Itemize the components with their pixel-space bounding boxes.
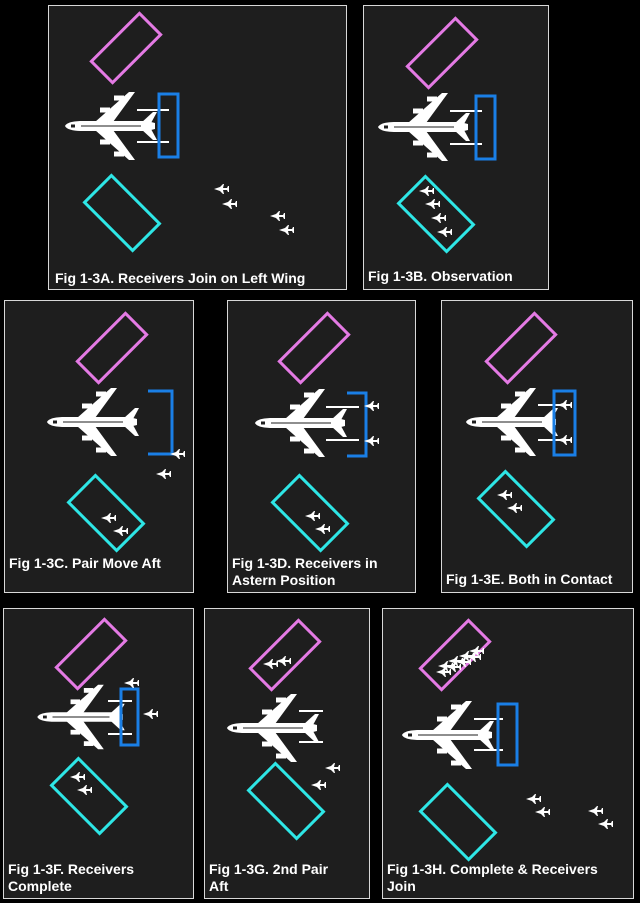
- cyan-left-wing-box: [476, 469, 556, 549]
- pink-observation-box: [405, 16, 479, 90]
- receiver-jet-icon: [325, 763, 340, 773]
- figure-panel-1-3c: Fig 1-3C. Pair Move Aft: [4, 300, 194, 593]
- receiver-jet-icon: [305, 511, 320, 521]
- receiver-jet-icon: [466, 652, 481, 662]
- cyan-left-wing-box: [396, 174, 476, 254]
- figure-caption-1-3g: Fig 1-3G. 2nd Pair Aft: [209, 861, 329, 894]
- receiver-jet-icon: [598, 819, 613, 829]
- receiver-jet-icon: [270, 211, 285, 221]
- receiver-jet-icon: [124, 678, 139, 688]
- tanker-aircraft-icon: [65, 92, 157, 160]
- figure-panel-1-3e: Fig 1-3E. Both in Contact: [441, 300, 633, 593]
- receiver-jet-icon: [446, 662, 461, 672]
- receiver-jet-icon: [364, 401, 379, 411]
- figure-panel-1-3f: Fig 1-3F. Receivers Complete: [3, 608, 194, 899]
- receiver-jet-icon: [101, 513, 116, 523]
- receiver-jet-icon: [70, 772, 85, 782]
- blue-contact-bracket: [148, 389, 174, 456]
- cyan-left-wing-box: [82, 173, 162, 253]
- blue-contact-box: [119, 687, 140, 747]
- figure-caption-1-3h: Fig 1-3H. Complete & Receivers Join: [387, 861, 598, 894]
- pink-observation-box: [484, 311, 558, 385]
- receiver-jet-icon: [535, 807, 550, 817]
- figure-caption-1-3d: Fig 1-3D. Receivers in Astern Position: [232, 555, 378, 588]
- blue-contact-box: [157, 92, 180, 159]
- receiver-jet-icon: [436, 667, 451, 677]
- receiver-jet-icon: [456, 657, 471, 667]
- figure-panel-1-3h: Fig 1-3H. Complete & Receivers Join: [382, 608, 634, 899]
- figure-caption-1-3e: Fig 1-3E. Both in Contact: [446, 571, 613, 587]
- blue-contact-box: [552, 389, 577, 457]
- receiver-jet-icon: [222, 199, 237, 209]
- pink-observation-box: [418, 618, 492, 692]
- receiver-jet-icon: [526, 794, 541, 804]
- receiver-jet-icon: [315, 524, 330, 534]
- receiver-jet-icon: [364, 436, 379, 446]
- cyan-left-wing-box: [418, 782, 498, 862]
- receiver-jet-icon: [459, 651, 474, 661]
- receiver-jet-icon: [170, 449, 185, 459]
- cyan-left-wing-box: [49, 756, 129, 836]
- figure-caption-1-3b: Fig 1-3B. Observation: [368, 268, 513, 284]
- diagram-1-3h: [402, 618, 613, 862]
- figure-caption-1-3a: Fig 1-3A. Receivers Join on Left Wing: [55, 270, 306, 286]
- figure-panel-1-3d: Fig 1-3D. Receivers in Astern Position: [227, 300, 416, 593]
- cyan-left-wing-box: [66, 473, 146, 553]
- receiver-jet-icon: [77, 785, 92, 795]
- receiver-jet-icon: [588, 806, 603, 816]
- tanker-aircraft-icon: [47, 388, 139, 456]
- receiver-jet-icon: [263, 659, 278, 669]
- receiver-jet-icon: [156, 469, 171, 479]
- receiver-jet-icon: [431, 213, 446, 223]
- diagram-1-3f: [37, 617, 158, 836]
- receiver-jet-icon: [497, 490, 512, 500]
- figure-caption-1-3f: Fig 1-3F. Receivers Complete: [8, 861, 135, 894]
- diagram-1-3a: [65, 11, 294, 253]
- tanker-aircraft-icon: [227, 694, 319, 762]
- blue-contact-box: [474, 94, 497, 161]
- tanker-aircraft-icon: [466, 388, 558, 456]
- receiver-jet-icon: [279, 225, 294, 235]
- pink-observation-box: [54, 617, 128, 691]
- receiver-jet-icon: [214, 184, 229, 194]
- receiver-jet-icon: [143, 709, 158, 719]
- figure-panel-1-3g: Fig 1-3G. 2nd Pair Aft: [204, 608, 370, 899]
- tanker-aircraft-icon: [402, 701, 494, 769]
- diagram-1-3b: [378, 16, 497, 254]
- receiver-jet-icon: [507, 503, 522, 513]
- tanker-aircraft-icon: [378, 93, 470, 161]
- cyan-left-wing-box: [270, 473, 350, 553]
- tanker-aircraft-icon: [255, 389, 347, 457]
- receiver-jet-icon: [113, 526, 128, 536]
- receiver-jet-icon: [425, 199, 440, 209]
- receiver-jet-icon: [438, 661, 453, 671]
- pink-observation-box: [75, 311, 149, 385]
- figure-panel-1-3b: Fig 1-3B. Observation: [363, 5, 549, 290]
- receiver-jet-icon: [419, 186, 434, 196]
- receiver-jet-icon: [448, 656, 463, 666]
- cyan-left-wing-box: [246, 761, 326, 841]
- pink-observation-box: [248, 618, 322, 692]
- receiver-jet-icon: [311, 780, 326, 790]
- blue-contact-box: [496, 702, 519, 767]
- pink-observation-box: [89, 11, 163, 85]
- figure-panel-1-3a: Fig 1-3A. Receivers Join on Left Wing: [48, 5, 347, 290]
- diagram-1-3c: [47, 311, 185, 553]
- diagram-1-3g: [227, 618, 340, 841]
- figure-caption-1-3c: Fig 1-3C. Pair Move Aft: [9, 555, 161, 571]
- receiver-jet-icon: [469, 646, 484, 656]
- diagram-1-3d: [255, 311, 379, 553]
- receiver-jet-icon: [276, 656, 291, 666]
- diagram-1-3e: [466, 311, 577, 549]
- pink-observation-box: [277, 311, 351, 385]
- receiver-jet-icon: [557, 400, 572, 410]
- blue-contact-bracket: [347, 391, 368, 458]
- receiver-jet-icon: [437, 227, 452, 237]
- receiver-jet-icon: [557, 435, 572, 445]
- tanker-aircraft-icon: [37, 684, 125, 750]
